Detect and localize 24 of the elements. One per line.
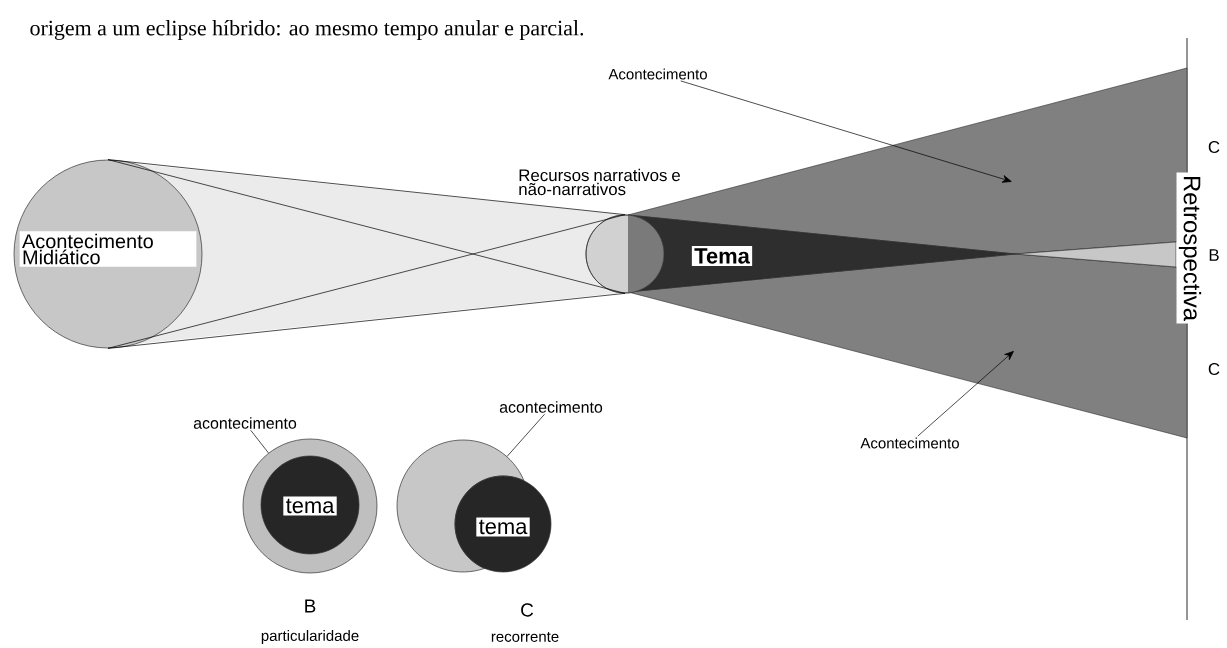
label-text: Acontecimento	[608, 68, 707, 80]
caption-text: recorrente	[491, 632, 559, 642]
tangent-line	[107, 214, 626, 349]
leader-line	[250, 429, 269, 454]
label-text: Acontecimento	[860, 437, 959, 449]
axis-letter: C	[1208, 141, 1220, 153]
label-text: acontecimento	[193, 417, 297, 429]
arrow	[917, 351, 1014, 437]
body-text: origem a um eclipse híbrido: ao mesmo tempo anular e parcial.	[30, 20, 584, 40]
axis-letter: B	[1209, 249, 1219, 261]
caption-text: C	[521, 603, 534, 617]
light-wedge	[1014, 241, 1177, 268]
tangent-line	[107, 159, 626, 215]
tangent-line	[107, 159, 626, 294]
caption-text: Recursos narrativos e não-narrativos	[519, 168, 680, 196]
arrow	[680, 80, 1012, 183]
caption-text: particularidade	[261, 630, 359, 644]
axis-letter: C	[1208, 363, 1220, 375]
leader-line	[506, 413, 545, 457]
small-circle	[585, 214, 665, 294]
rotated-label: Retrospectiva	[1176, 172, 1204, 324]
label-text: acontecimento	[499, 401, 603, 413]
tangent-line	[107, 293, 626, 349]
caption-text: B	[305, 599, 316, 613]
